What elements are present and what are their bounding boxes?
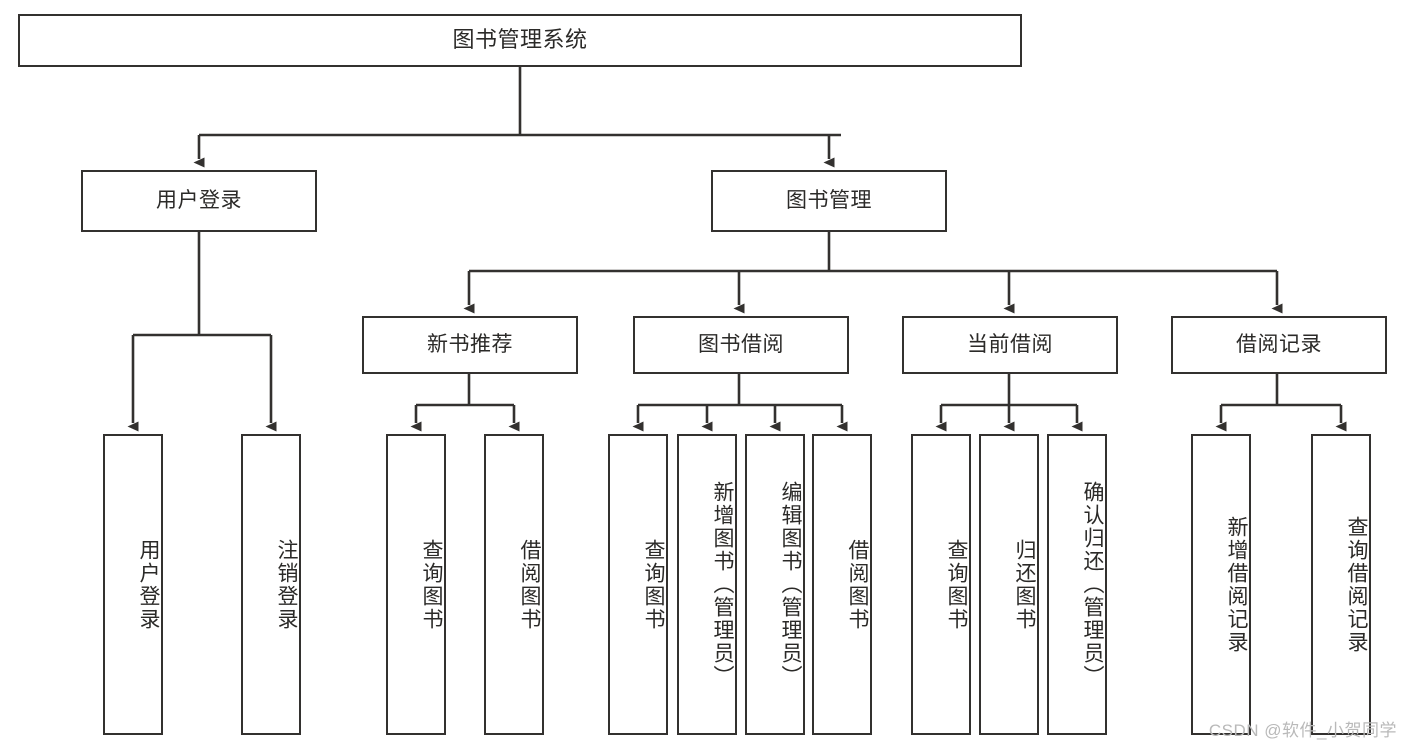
node-label: 注销登录 [275,538,298,631]
node-label: 编辑图书（管理员） [779,481,802,688]
node-root-library-system[interactable]: 图书管理系统 [18,14,1022,67]
leaf-borrow-add-book[interactable]: 新增图书（管理员） [677,434,737,735]
node-borrow-records[interactable]: 借阅记录 [1171,316,1387,374]
leaf-borrow-borrow-book[interactable]: 借阅图书 [812,434,872,735]
node-new-book-recommend[interactable]: 新书推荐 [362,316,578,374]
node-book-borrow[interactable]: 图书借阅 [633,316,849,374]
leaf-new-book-borrow[interactable]: 借阅图书 [484,434,544,735]
leaf-user-login-logout[interactable]: 注销登录 [241,434,301,735]
node-label: 图书管理系统 [452,27,588,53]
leaf-user-login-login[interactable]: 用户登录 [103,434,163,735]
leaf-current-confirm-return[interactable]: 确认归还（管理员） [1047,434,1107,735]
node-label: 图书管理 [786,189,872,213]
node-label: 借阅图书 [846,538,869,631]
leaf-records-query-record[interactable]: 查询借阅记录 [1311,434,1371,735]
node-label: 当前借阅 [967,333,1053,357]
node-current-borrow[interactable]: 当前借阅 [902,316,1118,374]
leaf-borrow-query-book[interactable]: 查询图书 [608,434,668,735]
leaf-records-add-record[interactable]: 新增借阅记录 [1191,434,1251,735]
node-label: 借阅图书 [518,538,541,631]
node-label: 用户登录 [156,189,242,213]
node-label: 新增图书（管理员） [711,481,734,688]
node-label: 查询图书 [420,538,443,631]
node-label: 查询图书 [945,538,968,631]
node-book-management[interactable]: 图书管理 [711,170,947,232]
leaf-new-book-query[interactable]: 查询图书 [386,434,446,735]
node-user-login[interactable]: 用户登录 [81,170,317,232]
watermark: CSDN @软件_小贺同学 [1208,721,1397,740]
node-label: 新增借阅记录 [1225,515,1248,654]
node-label: 归还图书 [1013,538,1036,631]
node-label: 图书借阅 [698,333,784,357]
node-label: 借阅记录 [1236,333,1322,357]
leaf-current-return-book[interactable]: 归还图书 [979,434,1039,735]
leaf-borrow-edit-book[interactable]: 编辑图书（管理员） [745,434,805,735]
leaf-current-query-book[interactable]: 查询图书 [911,434,971,735]
node-label: 新书推荐 [427,333,513,357]
node-label: 确认归还（管理员） [1081,481,1104,688]
node-label: 用户登录 [137,538,160,631]
node-label: 查询图书 [642,538,665,631]
node-label: 查询借阅记录 [1345,515,1368,654]
